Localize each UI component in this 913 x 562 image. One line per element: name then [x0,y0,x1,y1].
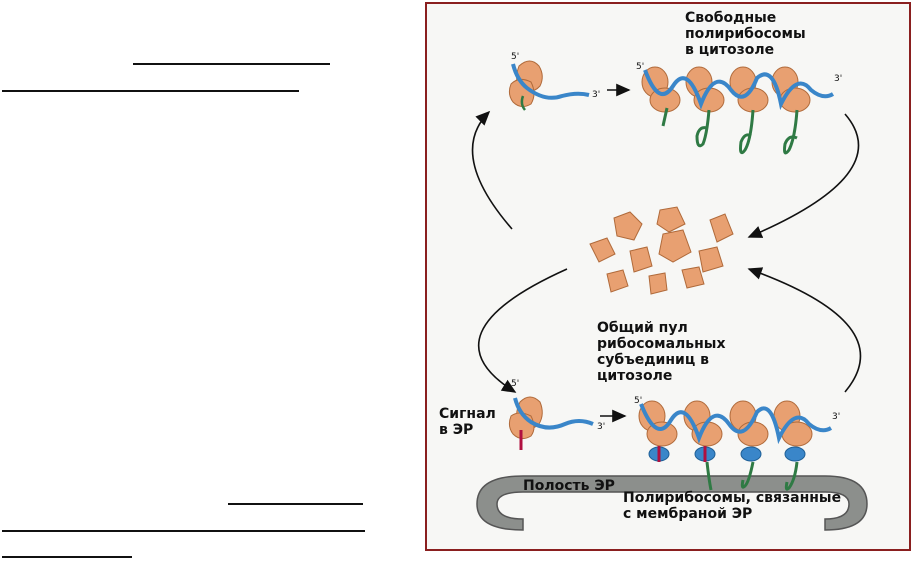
underline-fragment [2,556,132,558]
er-bound-polysome [638,400,833,491]
diagram-canvas [471,60,868,531]
arrow-free-to-pool [747,113,860,238]
five-prime-label: 5' [511,379,520,389]
common-pool-label: Общий пул рибосомальных субъединиц в цит… [597,320,726,384]
five-prime-label: 5' [511,52,520,62]
three-prime-label: 3' [592,90,601,100]
underline-fragment [228,503,363,505]
three-prime-label: 3' [832,412,841,422]
arrow-pool-to-er [477,268,568,393]
free-polysomes-label: Свободные полирибосомы в цитозоле [685,10,806,58]
ribosomal-subunit-pool [589,206,734,295]
underline-fragment [133,63,330,65]
underline-fragment [2,90,299,92]
five-prime-label: 5' [634,396,643,406]
free-polysome [641,66,835,155]
er-lumen-label: Полость ЭР [523,478,615,494]
ribosome-cycle-diagram: 5' 3' 5' 3' 5' 3' 5' 3' Свободные полири… [425,2,911,551]
arrow-er-to-pool [747,267,862,393]
er-membrane [476,475,868,531]
er-polysomes-label: Полирибосомы, связанные с мембраной ЭР [623,490,842,522]
initiating-ribosome-top [508,60,590,111]
underline-fragment [2,530,365,532]
three-prime-label: 3' [597,422,606,432]
arrow-to-free-polysome [471,110,513,230]
signal-ribosome [508,396,594,450]
five-prime-label: 5' [636,62,645,72]
three-prime-label: 3' [834,74,843,84]
er-signal-label: Сигнал в ЭР [439,406,496,438]
